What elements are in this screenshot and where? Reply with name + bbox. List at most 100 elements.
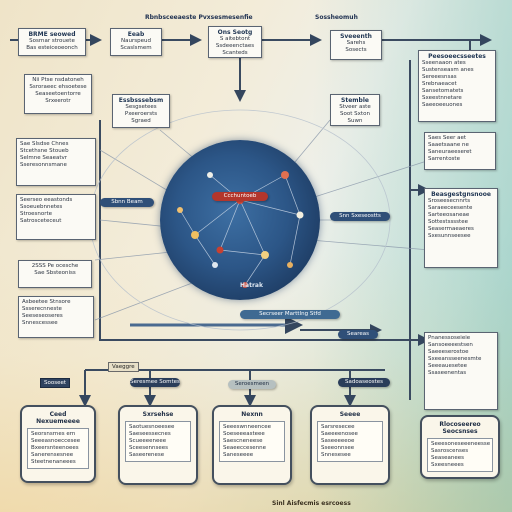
- top-label-right: Sossheomuh: [315, 14, 358, 21]
- card-body: Seeeswnneencee Soeseeeasteee Saescnenees…: [219, 421, 285, 462]
- card-line: Saneseeee: [223, 452, 254, 458]
- card-line: Seeesoneseeeneesse: [431, 441, 491, 447]
- box-line: Scanteds: [222, 50, 248, 56]
- card-line: Seaeeccesenne: [223, 445, 267, 451]
- box-line: Seasermaeaeres: [428, 226, 474, 232]
- box-line: Sxeeansseenesmte: [428, 356, 482, 362]
- card-line: Scueeeeneee: [129, 438, 167, 444]
- top-center-box-2[interactable]: Ons Seotg S aitebtont Ssdeeenctaes Scant…: [208, 26, 262, 58]
- box-line: Saeeeserostoe: [428, 349, 469, 355]
- left-box-2[interactable]: Sae Slsdse Chnes Stcethsne Stoueb Selmne…: [16, 138, 96, 186]
- box-line: Seeeauesetee: [428, 363, 468, 369]
- left-box-5[interactable]: Asbeetee Stnsore Ssserecnneste Seeseseos…: [18, 296, 94, 338]
- box-title: Stemble: [341, 97, 369, 104]
- pill-process-flow[interactable]: Secrseer Marttlng Stfd: [240, 310, 340, 319]
- card-line: Saotuesnoeesee: [129, 424, 175, 430]
- box-line: Sansoeeeestsen: [428, 342, 473, 348]
- box-line: Sroseesecnnrts: [428, 198, 471, 204]
- box-line: Stcethsne Stoueb: [20, 148, 69, 154]
- card-line: Bxeersnteenoees: [31, 445, 79, 451]
- box-line: Sseresonnsmane: [20, 162, 67, 168]
- box-title: Sveeenth: [340, 33, 372, 40]
- box-title: Eeab: [127, 31, 145, 38]
- card-line: Sseeonnsee: [321, 445, 355, 451]
- bottom-card-2[interactable]: Sxrsehse Saotuesnoeesee Saeseessecnes Sc…: [118, 405, 198, 485]
- box-line: Ssserecnneste: [22, 306, 62, 312]
- bottom-card-4[interactable]: Seeee Sarsresecee Saeeeenosee Saseeeeeoe…: [310, 405, 390, 485]
- box-line: Saeeoeeuones: [422, 102, 463, 108]
- box-line: Selmne Seaeatvr: [20, 155, 68, 161]
- box-line: Stroesnorte: [20, 211, 53, 217]
- card-line: Snnesesee: [321, 452, 351, 458]
- card-title: Nexnn: [241, 411, 263, 418]
- box-line: Snnescessee: [22, 320, 58, 326]
- box-line: S aitebtont: [219, 36, 251, 42]
- box-line: Pnanessoseieie: [428, 335, 471, 341]
- box-line: Saneuraeeseret: [428, 149, 472, 155]
- box-line: Sxeestnnetare: [422, 95, 462, 101]
- card-line: Sarsresecee: [321, 424, 355, 430]
- pill-lower-right[interactable]: Sadoaseostes: [338, 378, 390, 387]
- box-title: Beasgestgnsnooe: [431, 191, 491, 198]
- box-line: Sustenseasm anes: [422, 67, 474, 73]
- box-title: Essbsssebsm: [118, 97, 164, 104]
- card-body: Saotuesnoeesee Saeseessecnes Scueeeeneee…: [125, 421, 191, 462]
- tag-left[interactable]: Sooseet: [40, 378, 71, 388]
- card-line: Saeeeenosee: [321, 431, 358, 437]
- box-line: Sarehs: [346, 40, 366, 46]
- top-center-box-3[interactable]: Sveeenth Sarehs Sosects: [330, 30, 382, 60]
- box-line: Soot Sxton: [340, 111, 370, 117]
- box-line: Suwn: [347, 118, 363, 124]
- right-box-3[interactable]: Beasgestgnsnooe Sroseesecnnrts Saraeecee…: [424, 188, 498, 268]
- box-line: Sereeesnsas: [422, 74, 457, 80]
- box-line: Ssroraeec ehsoetese: [29, 84, 87, 90]
- right-box-4[interactable]: Pnanessoseieie Sansoeeeestsen Saeeeseros…: [424, 332, 498, 410]
- bottom-card-1[interactable]: Ceed Nexuemeeee Seorsnsrnes ern Seeeasno…: [20, 405, 96, 483]
- box-title: BRME seowed: [28, 31, 76, 38]
- network-globe: [160, 140, 320, 300]
- card-line: Saescneneese: [223, 438, 263, 444]
- box-line: Bas esteiceoeonch: [26, 45, 78, 51]
- pill-lower-center[interactable]: Seroesmeen: [228, 380, 276, 389]
- pill-left-network[interactable]: Sbnn Beam: [100, 198, 154, 207]
- right-box-1[interactable]: Peesoeecsseetes Sseenaaon ates Sustensea…: [418, 50, 496, 122]
- left-center-box[interactable]: Essbsssebsm Sesgsetees Pxeeroersts Sgrae…: [112, 94, 170, 128]
- left-box-3[interactable]: Seerseo eeastonds Ssoeuebnnetes Stroesno…: [16, 194, 96, 240]
- top-center-box-1[interactable]: Eeab Naurspeud Scaslsmem: [110, 28, 162, 56]
- box-line: Pxeeroersts: [124, 111, 158, 117]
- box-line: Sosrnar strouete: [29, 38, 75, 44]
- box-line: Sansetomatets: [422, 88, 464, 94]
- card-line: Seorsnsrnes ern: [31, 431, 76, 437]
- box-line: Seaseetoentorre: [35, 91, 81, 97]
- card-line: Sasroscenses: [431, 448, 469, 454]
- bottom-card-3[interactable]: Nexnn Seeeswnneencee Soeseeeasteee Saesc…: [212, 405, 292, 485]
- card-title: Rlocoseereo Seocsnses: [439, 421, 481, 435]
- card-line: Saseeeeeoe: [321, 438, 355, 444]
- box-line: Naurspeud: [121, 38, 151, 44]
- pill-lower-left[interactable]: Seresmee Somtes: [130, 378, 180, 387]
- box-line: Srebnaeacet: [422, 81, 457, 87]
- pill-secondary[interactable]: Seareas: [338, 330, 378, 339]
- left-box-4[interactable]: 2SSS Pe ocesche Sae Sbsteoniss: [18, 260, 92, 288]
- card-title: Seeee: [339, 411, 361, 418]
- box-line: Saes Seer aet: [428, 135, 467, 141]
- bottom-card-5[interactable]: Rlocoseereo Seocsnses Seeesoneseeeneesse…: [420, 415, 500, 479]
- network-label: Hatrak: [240, 282, 263, 289]
- box-line: Satrosceteceut: [20, 218, 62, 224]
- box-line: Ssaseenentas: [428, 370, 467, 376]
- card-line: Saeseessecnes: [129, 431, 171, 437]
- center-label-pill[interactable]: Ccchuntoeb: [212, 192, 268, 201]
- box-line: Saaetsaane ne: [428, 142, 469, 148]
- box-line: Sesgsetees: [125, 104, 157, 110]
- box-line: Nii Ptse nsdatoneh: [32, 77, 84, 83]
- pill-right-network[interactable]: Snn Sxeseostts: [330, 212, 390, 221]
- top-label-left: Rbnbsceeaeste Pvxsesmesenfie: [145, 14, 253, 21]
- box-line: Asbeetee Stnsore: [22, 299, 71, 305]
- left-box-1[interactable]: Nii Ptse nsdatoneh Ssroraeec ehsoetese S…: [24, 74, 92, 114]
- card-line: Sceesennsees: [129, 445, 169, 451]
- box-line: Scaslsmem: [120, 45, 152, 51]
- middle-center-box[interactable]: Stemble Stveer aste Soot Sxton Suwn: [330, 94, 380, 126]
- card-line: Seeeasnoeccesee: [31, 438, 81, 444]
- right-box-2[interactable]: Saes Seer aet Saaetsaane ne Saneuraeeser…: [424, 132, 496, 170]
- top-left-box[interactable]: BRME seowed Sosrnar strouete Bas esteice…: [18, 28, 86, 56]
